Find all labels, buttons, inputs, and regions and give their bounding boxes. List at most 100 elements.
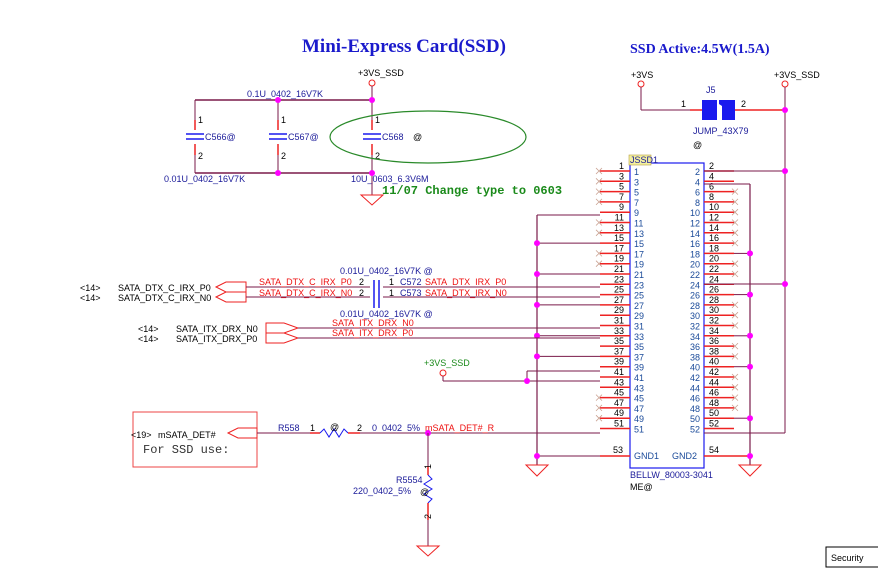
pin-label: 26 [690,291,700,301]
msata-det-circuit: <19> mSATA_DET# For SSD use: R558 1 @ 2 … [131,411,600,557]
pin-number: 2 [709,161,714,171]
no-connect-icon [731,260,739,267]
note-box [132,411,258,468]
pin-label: 9 [634,208,639,218]
junction-dot [275,97,281,103]
jumper-pad-icon [719,100,735,120]
pin-label: 6 [695,188,700,198]
gnd-bus-left [524,214,600,477]
gnd-bus-right [704,183,763,477]
pin-number: 9 [619,202,624,212]
pin-number: 53 [613,445,623,455]
pin-number: 39 [614,357,624,367]
no-connect-icon [731,353,739,360]
pin-number: 15 [614,233,624,243]
c572-ref: C572 [400,277,422,287]
pin-label: 50 [690,414,700,424]
connector-part: BELLW_80003-3041 [630,470,713,480]
no-connect-icon [731,188,739,195]
r558-value: 0_0402_5% [372,423,420,433]
pin-number: 2 [741,99,746,109]
pin-number: 3 [619,171,624,181]
pin-number: 37 [614,346,624,356]
pin-number: 25 [614,285,624,295]
junction-dot [534,240,540,247]
pin-number: 1 [281,115,286,125]
pin-label: 12 [690,219,700,229]
pin-label: 44 [690,383,700,393]
junction-dot [747,332,753,339]
pin-number: 2 [357,423,362,433]
pin-number: 45 [614,388,624,398]
pin-label: 51 [634,425,644,435]
r5554-at: @ [420,487,429,497]
c566-ref: C566@ [205,132,236,142]
no-connect-icon [731,322,739,329]
no-connect-icon [731,301,739,309]
net-label: SATA_DTX_IRX_P0 [425,277,506,287]
net-label: SATA_DTX_C_IRX_P0 [259,277,352,287]
pin-number: 24 [709,274,719,284]
junction-dot [782,281,788,287]
pin-label: 39 [634,363,644,373]
rail-label-3vs-ssd-mid: +3VS_SSD [424,358,470,368]
pin-number: 1 [389,277,394,287]
pin-number: 6 [709,182,714,192]
gnd2-label: GND2 [672,451,697,461]
junction-dot [275,170,281,176]
no-connect-icon [595,188,603,195]
pin-label: 18 [690,249,700,259]
sheet-ref: <14> [80,283,101,293]
net-label: SATA_DTX_C_IRX_N0 [259,288,352,298]
pin-number: 32 [709,316,719,326]
pin-number: 2 [423,514,433,519]
pin-label: 33 [634,332,644,342]
pin-label: 46 [690,394,700,404]
cap-top-value: 0.1U_0402_16V7K [247,89,323,99]
pin-number: 41 [614,367,624,377]
r5554-value: 220_0402_5% [353,486,411,496]
pin-label: 1 [634,167,639,177]
pin-label: 11 [634,219,643,229]
revision-note: 11/07 Change type to 0603 [382,184,562,198]
pin-label: 27 [634,301,644,311]
pin-label: 35 [634,342,644,352]
pin-number: 31 [614,316,624,326]
sheet-ref: <14> [138,334,159,344]
jumper-at: @ [693,140,702,150]
offpage-net-label: SATA_DTX_C_IRX_N0 [118,293,211,303]
jumper-j5: +3VS 1 2 J5 JUMP_43X79 @ +3VS_SSD [631,70,820,433]
pin-number: 21 [614,264,624,274]
pin-label: 28 [690,301,700,311]
power-port-icon [439,369,447,377]
sata-itx-pair: <14> SATA_ITX_DRX_N0 <14> SATA_ITX_DRX_P… [138,318,600,344]
pin-label: 25 [634,291,644,301]
pin-number: 51 [614,419,624,429]
pin-label: 49 [634,414,644,424]
c573-ref: C573 [400,288,422,298]
resistor-icon [423,474,433,504]
c568-value: 10U_0603_6.3V6M [351,174,429,184]
no-connect-icon [731,270,739,278]
pin-number: 18 [709,243,719,253]
pin-label: 31 [634,322,644,332]
cap-gap [362,130,382,144]
pin-number: 11 [615,213,624,223]
offpage-connector-icon [265,332,300,344]
rail-label-3vs-ssd: +3VS_SSD [358,68,404,78]
power-port-icon [637,80,645,88]
pin-label: 47 [634,404,644,414]
pin-label: 30 [690,311,700,321]
r558-ref: R558 [278,423,300,433]
no-connect-icon [731,198,739,206]
gnd1-label: GND1 [634,451,659,461]
pin-number: 14 [709,223,719,233]
c567-ref: C567@ [288,132,319,142]
pin-label: 52 [690,425,700,435]
rail-label-3vs: +3VS [631,70,653,80]
no-connect-icon [595,219,603,226]
pin-label: 22 [690,270,700,280]
pin-number: 5 [619,182,624,192]
net-label: SATA_DTX_IRX_N0 [425,288,507,298]
pin-number: 2 [359,277,364,287]
